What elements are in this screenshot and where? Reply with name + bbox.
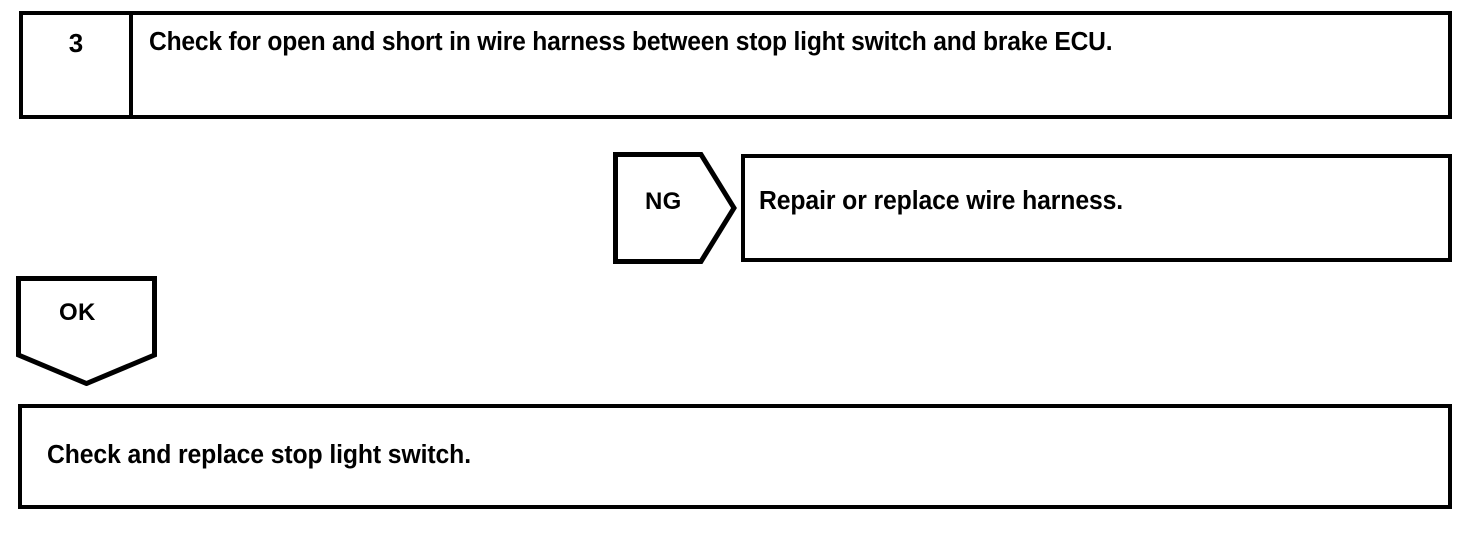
ng-branch-label: NG [645,188,682,215]
step-number: 3 [68,28,84,58]
ok-branch-label: OK [59,299,96,326]
ok-result-text: Check and replace stop light switch. [47,441,471,469]
ng-pentagon-icon [613,152,737,264]
ok-arrow-shape [16,276,157,386]
step-instruction-text: Check for open and short in wire harness… [149,28,1113,56]
ng-arrow-shape [613,152,737,264]
step-number-cell: 3 [23,15,133,115]
ng-result-text: Repair or replace wire harness. [759,187,1124,215]
step-row-box: 3 Check for open and short in wire harne… [19,11,1452,119]
ng-result-box: Repair or replace wire harness. [741,154,1452,262]
ok-result-box: Check and replace stop light switch. [18,404,1452,509]
ok-pentagon-icon [16,276,157,386]
